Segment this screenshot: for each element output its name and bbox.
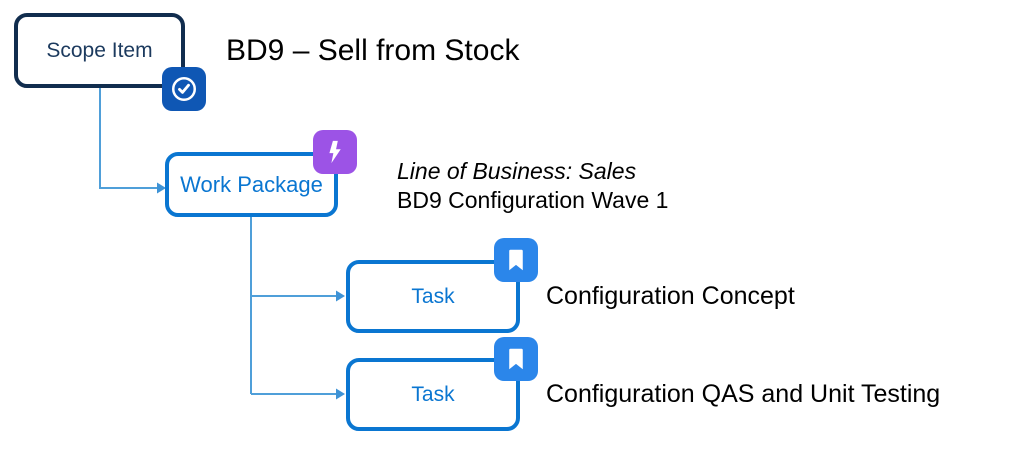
- arrowhead-icon: [336, 290, 345, 302]
- scope-item-node: Scope Item: [14, 13, 185, 88]
- task-1-label: Task: [411, 284, 455, 308]
- task-2-label: Task: [411, 382, 455, 406]
- scope-item-label: Scope Item: [46, 38, 153, 62]
- task-node-1: Task: [346, 260, 520, 333]
- arrowhead-icon: [336, 388, 345, 400]
- work-package-label: Work Package: [180, 171, 323, 197]
- work-package-node: Work Package: [165, 152, 338, 217]
- bookmark-icon: [494, 238, 538, 282]
- bookmark-icon: [494, 337, 538, 381]
- task-2-annotation: Configuration QAS and Unit Testing: [546, 380, 941, 408]
- line-of-business-text: Line of Business: Sales: [397, 158, 637, 184]
- check-circle-icon: [162, 67, 206, 111]
- task-1-annotation: Configuration Concept: [546, 282, 795, 310]
- work-package-annotation: Line of Business: Sales BD9 Configuratio…: [397, 157, 668, 215]
- connector-scope-to-work-package: [99, 86, 157, 189]
- configuration-wave-text: BD9 Configuration Wave 1: [397, 187, 669, 213]
- diagram-title: BD9 – Sell from Stock: [226, 34, 520, 67]
- task-node-2: Task: [346, 358, 520, 431]
- lightning-icon: [313, 130, 357, 174]
